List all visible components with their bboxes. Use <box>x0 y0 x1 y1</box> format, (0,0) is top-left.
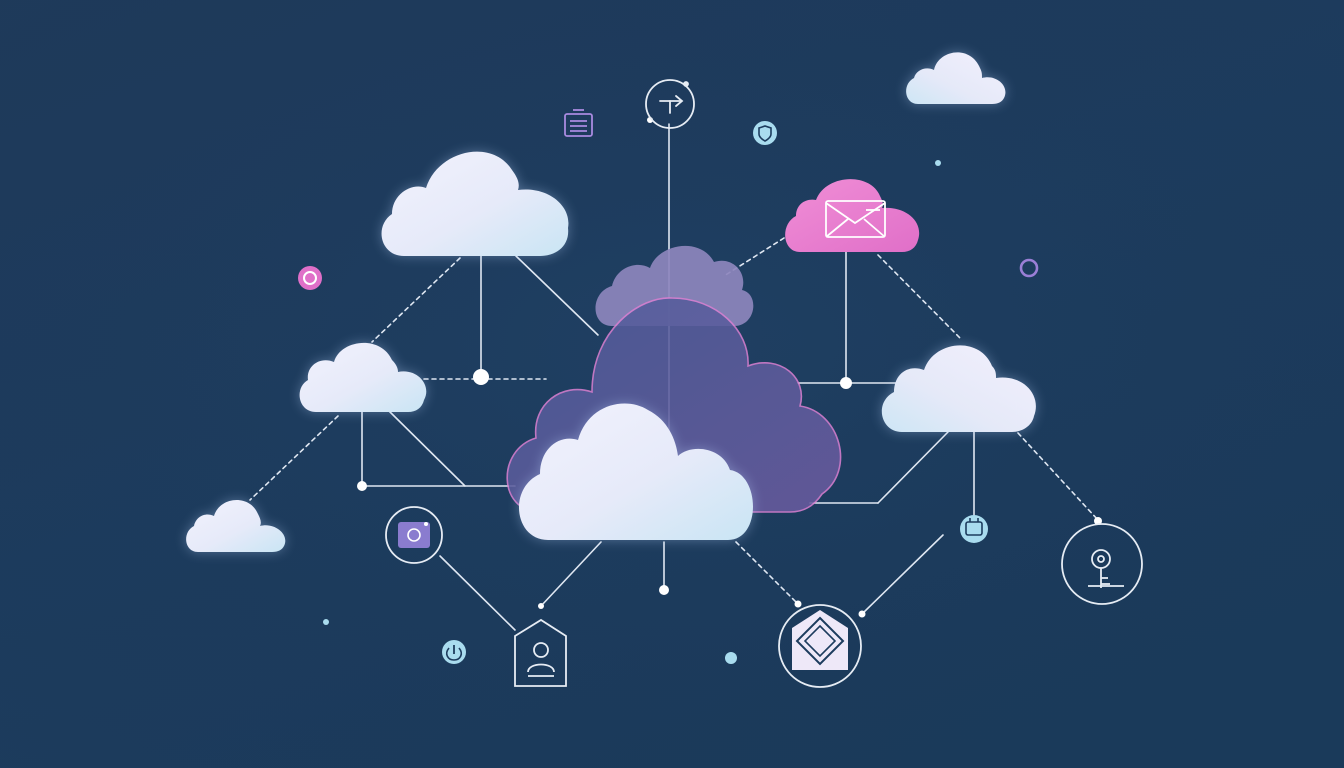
central-cloud-front <box>518 403 753 540</box>
cloud-mid-left <box>299 342 427 412</box>
diamond-frame-icon <box>778 604 862 688</box>
key-lock-icon <box>1061 523 1143 605</box>
node-dot <box>538 603 544 609</box>
cloud-bottom-left <box>186 499 286 552</box>
node-dot <box>840 377 852 389</box>
node-dot <box>794 600 802 608</box>
node-dot <box>659 585 669 595</box>
link-topleft-core <box>515 255 599 336</box>
link-mail-midright <box>877 254 963 341</box>
node-dot <box>1094 517 1102 525</box>
decor-dot <box>935 160 941 166</box>
link-phone-diamond <box>861 534 944 615</box>
inbox-tray-icon <box>564 109 593 137</box>
upload-arrow-icon <box>645 79 695 129</box>
link-midleft-diag <box>387 409 466 487</box>
link-front-diamond <box>735 541 799 605</box>
node-dot <box>858 610 866 618</box>
central-cloud-back <box>595 245 754 326</box>
decor-dot <box>323 619 329 625</box>
link-topleft-midleft <box>371 257 461 343</box>
node-dot <box>357 481 367 491</box>
cloud-mail <box>785 179 920 252</box>
phone-icon <box>960 515 988 543</box>
envelope-icon <box>825 200 886 238</box>
link-midright-key <box>1017 432 1099 521</box>
connection-nodes <box>357 117 1102 618</box>
power-icon <box>442 640 466 664</box>
pink-ring-icon <box>298 266 322 290</box>
link-front-user <box>540 541 602 607</box>
link-camera-user <box>439 555 516 631</box>
decor-dot <box>725 652 737 664</box>
node-dot <box>473 369 489 385</box>
shield-icon <box>753 121 777 145</box>
user-profile-tag-icon <box>514 618 567 687</box>
decorative-dots <box>323 160 941 664</box>
purple-ring-icon <box>1019 258 1039 278</box>
cloud-top-right <box>906 52 1006 104</box>
link-midright-core <box>877 431 949 504</box>
camera-icon <box>385 506 443 564</box>
cloud-top-left <box>381 151 569 256</box>
link-midleft-bottomleft <box>249 415 339 501</box>
cloud-mid-right <box>881 345 1036 432</box>
